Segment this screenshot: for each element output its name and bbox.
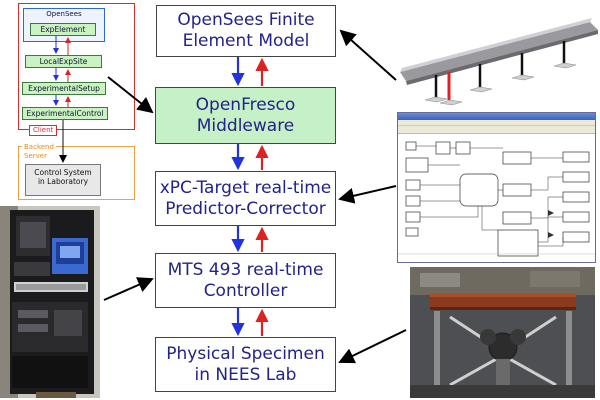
opensees-label: OpenSees bbox=[46, 10, 82, 18]
box-line: Physical Specimen bbox=[166, 343, 325, 364]
box-line: Predictor-Corrector bbox=[165, 198, 326, 219]
box-line: OpenFresco bbox=[195, 94, 296, 115]
fe-model-graphic bbox=[400, 18, 598, 106]
box-line: OpenSees Finite bbox=[177, 10, 315, 30]
box-openfresco: OpenFresco Middleware bbox=[155, 87, 336, 144]
box-xpc-target: xPC-Target real-time Predictor-Corrector bbox=[155, 171, 336, 226]
simulink-window bbox=[397, 112, 596, 263]
box-opensees-fe-model: OpenSees Finite Element Model bbox=[156, 5, 336, 57]
opensees-client-frame bbox=[18, 3, 135, 130]
simulink-toolbar bbox=[398, 126, 595, 134]
box-line: MTS 493 real-time bbox=[167, 259, 324, 280]
box-line: in NEES Lab bbox=[194, 364, 297, 385]
box-mts-controller: MTS 493 real-time Controller bbox=[155, 253, 336, 308]
lab-computer-graphic bbox=[0, 206, 100, 398]
specimen-graphic bbox=[410, 267, 595, 398]
exp-element-box: ExpElement bbox=[30, 23, 96, 36]
box-physical-specimen: Physical Specimen in NEES Lab bbox=[155, 337, 336, 392]
box-line: Middleware bbox=[196, 115, 295, 136]
sim-block bbox=[405, 227, 419, 237]
box-line: Controller bbox=[203, 280, 288, 301]
simulink-menubar bbox=[398, 120, 595, 126]
backend-label: Backend Server bbox=[22, 143, 56, 161]
lab-computer-photo bbox=[0, 206, 100, 398]
local-exp-site-box: LocalExpSite bbox=[25, 55, 102, 68]
experimental-setup-box: ExperimentalSetup bbox=[22, 82, 106, 95]
simulink-titlebar bbox=[398, 113, 595, 120]
sim-block bbox=[497, 229, 539, 257]
client-label: Client bbox=[29, 125, 58, 136]
control-system-label: Control System in Laboratory bbox=[34, 168, 92, 186]
box-line: Element Model bbox=[182, 31, 310, 51]
simulink-diagram bbox=[398, 141, 595, 257]
experimental-control-box: ExperimentalControl bbox=[22, 107, 108, 120]
sim-block bbox=[562, 151, 590, 163]
backend-frame bbox=[18, 146, 135, 200]
control-system-box bbox=[25, 164, 101, 196]
box-line: xPC-Target real-time bbox=[159, 177, 332, 198]
specimen-photo bbox=[410, 267, 595, 398]
